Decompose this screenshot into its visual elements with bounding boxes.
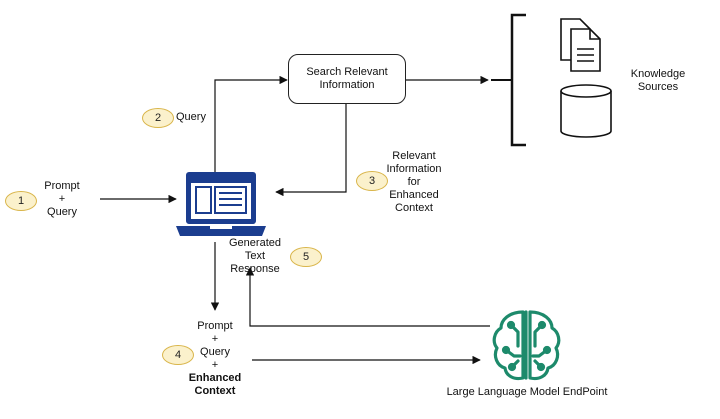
step-5-badge: 5 [290, 247, 322, 267]
arrow-query-to-search [214, 75, 288, 172]
step-1-badge: 1 [5, 191, 37, 211]
step-5-line-2: Text [244, 250, 266, 262]
knowledge-sources-line-2: Sources [637, 81, 679, 93]
step-3-line-3: for [407, 176, 421, 188]
knowledge-sources-bracket [491, 13, 526, 147]
step-3-label: Relevant Information for Enhanced Contex… [384, 150, 444, 215]
step-3-badge: 3 [356, 171, 388, 191]
search-relevant-information-box: Search Relevant Information [288, 54, 406, 104]
llm-brain-icon [492, 310, 561, 381]
step-3-line-4: Enhanced [389, 189, 439, 201]
step-3-line-5: Context [395, 202, 433, 214]
step-4-line-6: Context [194, 385, 236, 397]
arrow-llm-to-response [245, 267, 490, 327]
llm-endpoint-label: Large Language Model EndPoint [446, 386, 608, 398]
step-4-line-1: Prompt [197, 320, 233, 332]
laptop-icon [176, 172, 266, 236]
step-4-line-2: + [211, 333, 219, 345]
step-3-line-1: Relevant [392, 150, 436, 162]
step-3-line-2: Information [386, 163, 442, 175]
step-5-label: Generated Text Response [224, 237, 286, 276]
step-2-badge: 2 [142, 108, 174, 128]
database-icon [560, 84, 612, 138]
step-4-line-3: Query [200, 346, 230, 358]
step-4-line-4: + [211, 359, 219, 371]
step-1-line-3: Query [47, 206, 77, 218]
knowledge-sources-line-1: Knowledge [630, 68, 686, 80]
step-5-line-3: Response [230, 263, 280, 275]
search-box-line-1: Search Relevant [306, 66, 388, 78]
documents-icon [560, 18, 601, 72]
arrow-search-to-app [275, 104, 347, 197]
step-2-label: Query [176, 111, 206, 123]
step-4-label: Prompt + Query + Enhanced Context [182, 320, 248, 398]
step-1-label: Prompt + Query [40, 180, 84, 219]
step-1-line-1: Prompt [44, 180, 80, 192]
step-5-line-1: Generated [229, 237, 281, 249]
step-1-line-2: + [58, 193, 66, 205]
search-box-line-2: Information [319, 79, 375, 91]
step-4-line-5: Enhanced [188, 372, 242, 384]
knowledge-sources-label: Knowledge Sources [626, 68, 690, 94]
step-4-badge: 4 [162, 345, 194, 365]
